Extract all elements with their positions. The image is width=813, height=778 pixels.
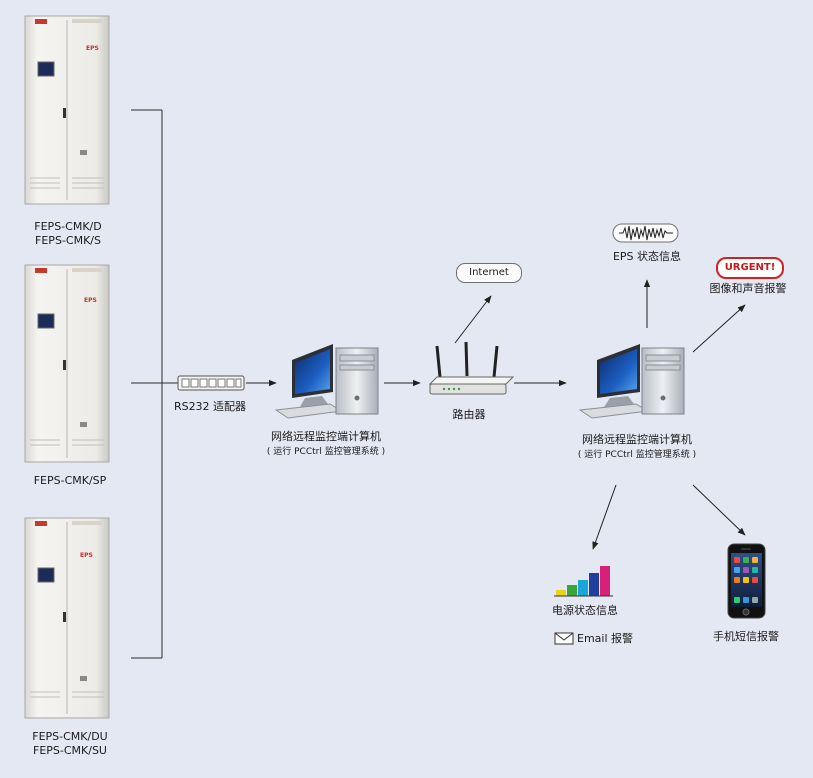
envelope-icon: [554, 632, 574, 645]
cabinet-3-model-1: FEPS-CMK/DU: [32, 730, 108, 743]
power-status-label: 电源状态信息: [552, 604, 618, 617]
rs232-bus: [131, 109, 178, 659]
cabinet-1-model-2: FEPS-CMK/S: [35, 234, 101, 247]
phone-icon: [727, 543, 766, 619]
waveform-icon: [612, 223, 679, 243]
eps-cabinet-2: EPS: [24, 264, 110, 463]
router-device: [428, 341, 515, 395]
flow-arrows: [246, 279, 746, 550]
arrow-router-to-internet: [454, 295, 492, 344]
internet-cloud: Internet: [456, 263, 522, 283]
router-label: 路由器: [452, 408, 486, 421]
arrow-pc2-to-phone: [692, 484, 746, 536]
pc2-title: 网络远程监控端计算机: [582, 433, 692, 446]
monitor-computer-1: [274, 344, 379, 419]
adapter-label: RS232 适配器: [173, 400, 247, 413]
rs232-adapter: [177, 375, 245, 391]
pc2-subtitle: ( 运行 PCCtrl 监控管理系统 ): [577, 450, 697, 460]
monitor-computer-2: [578, 344, 685, 419]
cabinet-2-model-1: FEPS-CMK/SP: [33, 474, 107, 487]
phone-label: 手机短信报警: [713, 630, 779, 643]
eps-status-label: EPS 状态信息: [612, 250, 682, 263]
alarm-label: 图像和声音报警: [709, 282, 787, 295]
pc1-subtitle: ( 运行 PCCtrl 监控管理系统 ): [266, 447, 386, 457]
svg-text:EPS: EPS: [84, 297, 97, 304]
arrow-pc2-to-alarm: [692, 304, 746, 353]
svg-text:EPS: EPS: [80, 552, 93, 559]
pc1-title: 网络远程监控端计算机: [271, 430, 381, 443]
urgent-badge: URGENT!: [716, 257, 784, 279]
svg-text:EPS: EPS: [86, 45, 99, 52]
cabinet-1-model-1: FEPS-CMK/D: [34, 220, 102, 233]
power-bars-icon: [554, 566, 613, 597]
eps-cabinet-3: EPS: [24, 517, 110, 719]
cabinet-3-model-2: FEPS-CMK/SU: [33, 744, 107, 757]
email-label: Email 报警: [577, 632, 634, 645]
eps-cabinet-1: EPS: [24, 15, 110, 205]
arrow-pc2-to-power-status: [592, 484, 617, 550]
